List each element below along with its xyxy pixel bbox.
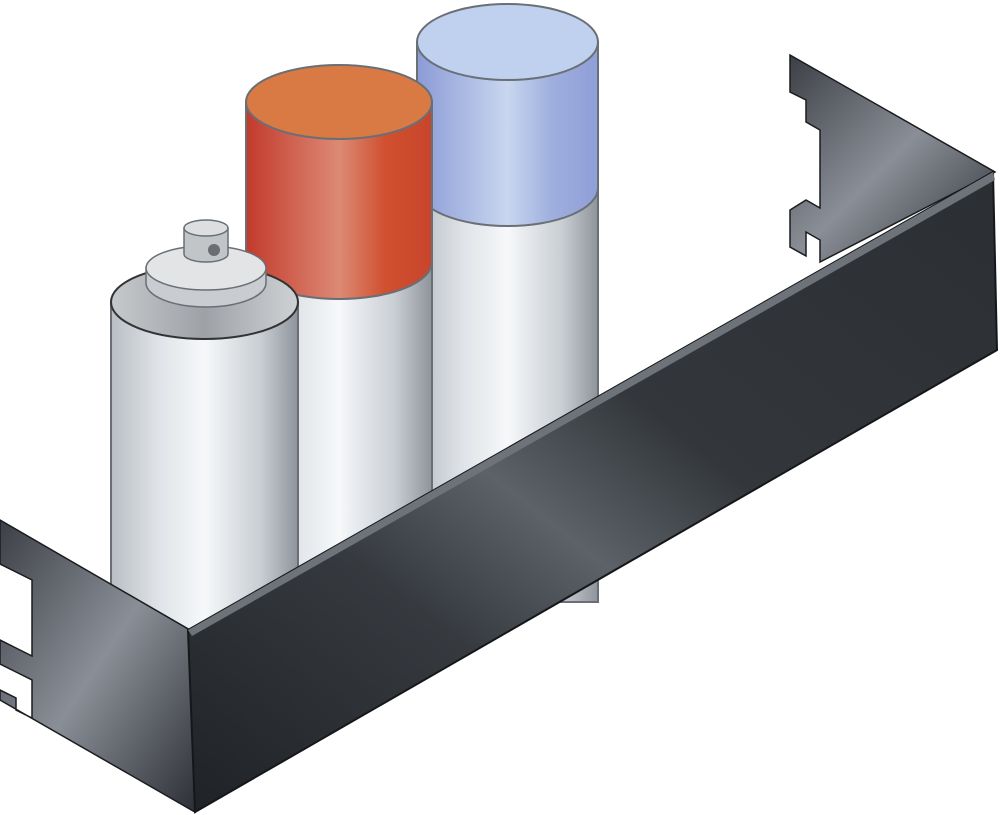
bin-top-edge (188, 172, 995, 636)
bin-left-flange (0, 519, 196, 814)
bin-right-flange (789, 53, 997, 264)
